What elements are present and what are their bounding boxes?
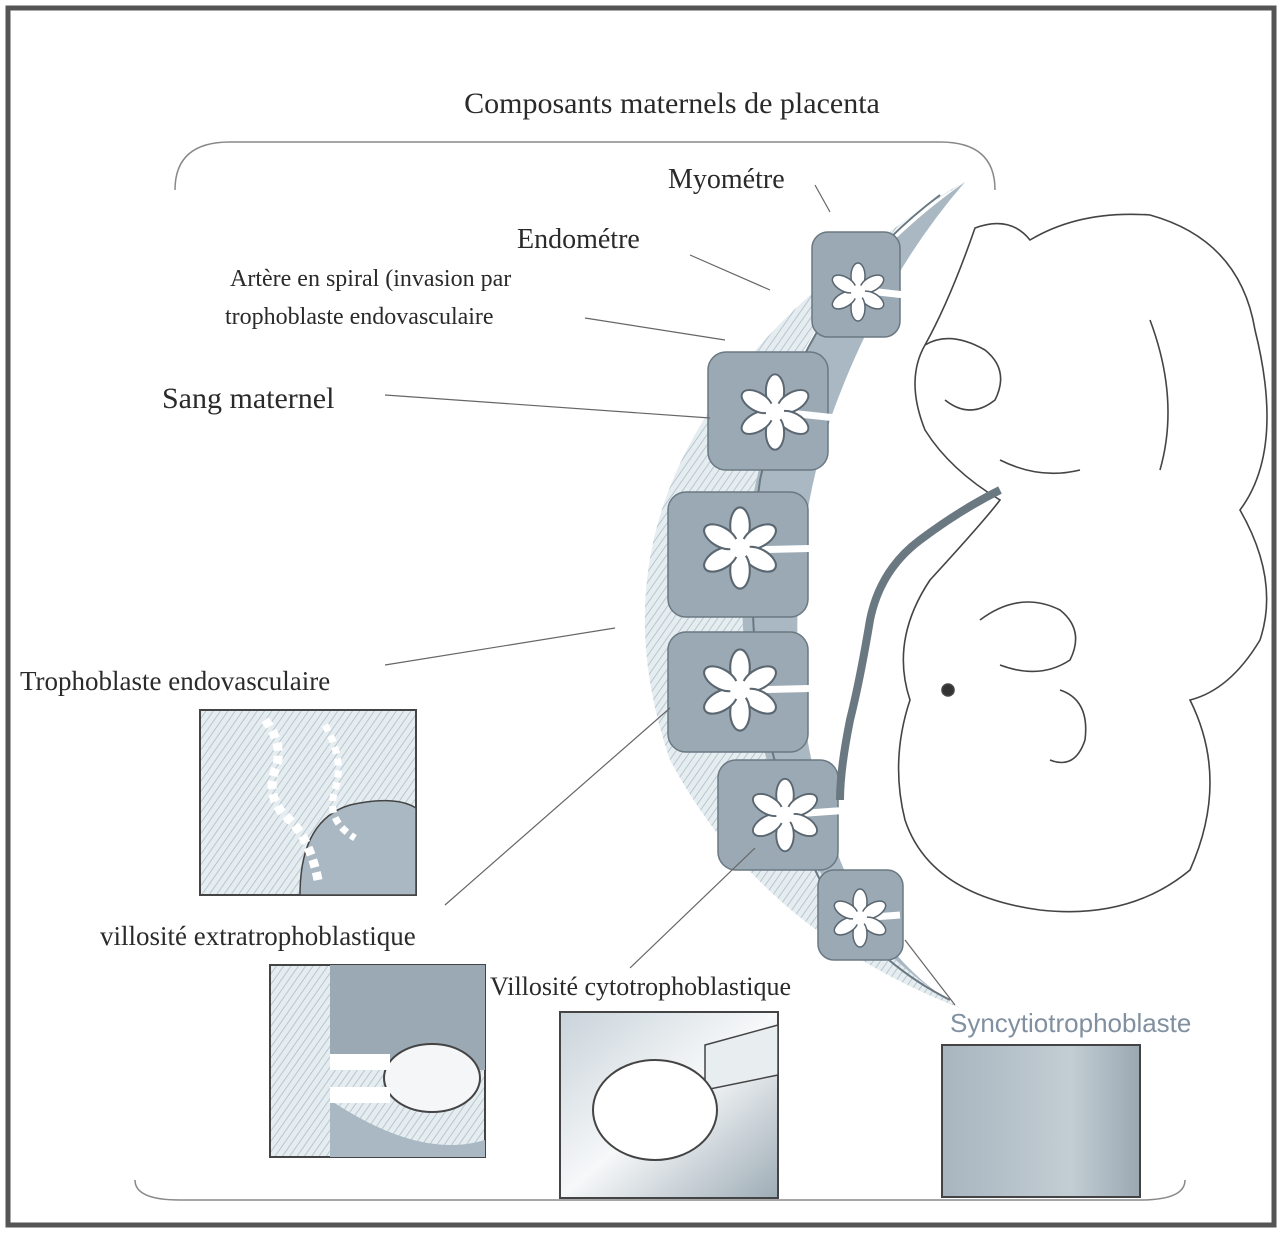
inset-syncytiotrophoblaste (942, 1045, 1140, 1197)
label-endometre: Endométre (517, 224, 640, 255)
label-sang-maternel: Sang maternel (162, 382, 334, 415)
label-artere-line1: Artère en spiral (invasion par (230, 266, 511, 292)
label-myometre: Myométre (668, 164, 785, 195)
umbilical-cord (840, 490, 1000, 800)
label-villosite-extra: villosité extratrophoblastique (100, 921, 416, 951)
inset-villosite-cyto (560, 1012, 778, 1198)
label-trophoblaste-endovasculaire: Trophoblaste endovasculaire (20, 666, 330, 696)
inset-villosite-extra (270, 965, 485, 1157)
label-villosite-cyto: Villosité cytotrophoblastique (490, 972, 791, 1001)
inset-endovascular (200, 710, 416, 895)
diagram-title: Composants maternels de placenta (464, 87, 880, 120)
top-bracket (175, 142, 995, 190)
label-syncytiotrophoblaste: Syncytiotrophoblaste (950, 1008, 1191, 1038)
label-artere-line2: trophoblaste endovasculaire (225, 304, 494, 330)
fetus-illustration (899, 214, 1267, 911)
